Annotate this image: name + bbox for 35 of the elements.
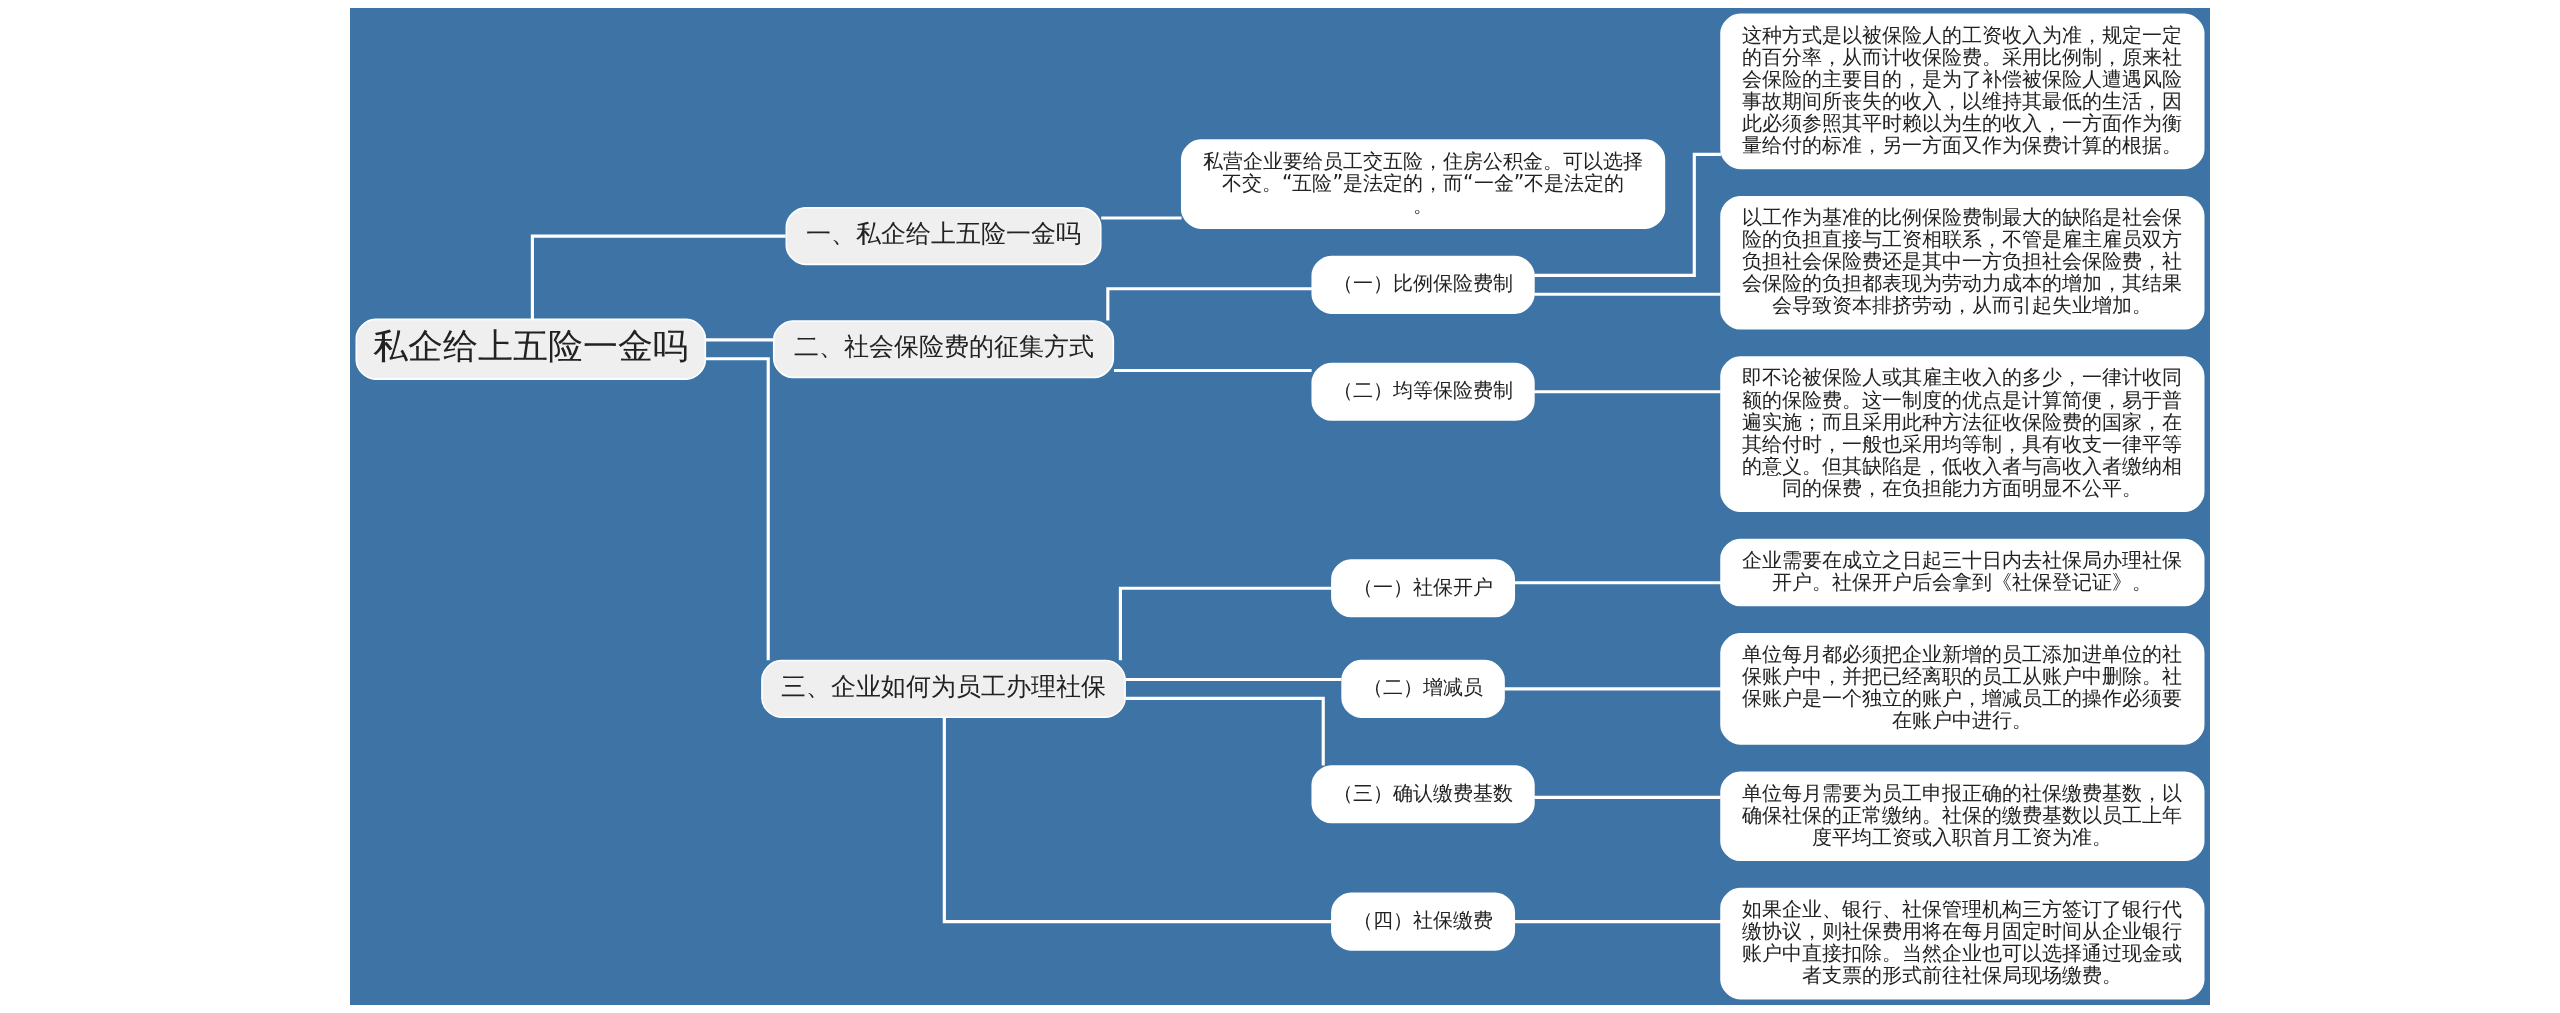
connector — [1101, 216, 1182, 220]
connector — [705, 338, 774, 342]
node-box: （二）增减员 — [1341, 659, 1505, 718]
node-box: 私营企业要给员工交五险，住房公积金。可以选择不交。“五险”是法定的，而“一金”不是法定的。 — [1180, 139, 1666, 229]
node-box: 一、私企给上五险一金吗 — [785, 207, 1102, 266]
connector — [1514, 581, 1721, 585]
node-box: 企业需要在成立之日起三十日内去社保局办理社保开户。社保开户后会拿到《社保登记证》。 — [1720, 538, 2205, 607]
node-box: 单位每月都必须把企业新增的员工添加进单位的社保账户中，并把已经离职的员工从账户中删除。社保账户是一个独立的账户，增减员工的操作必须要在账户中进行。 — [1720, 633, 2205, 745]
node-box: 即不论被保险人或其雇主收入的多少，一律计收同额的保险费。这一制度的优点是计算简便，易于普遍实施；而且采用此种方法征收保险费的国家，在其给付时，一般也采用均等制，具有收支一律平等的意义。但其缺陷是，低收入者与高收入者缴纳相同的保费，在负担能力方面明显不公平。 — [1720, 356, 2205, 512]
connector — [1113, 368, 1312, 373]
connector — [1106, 287, 1312, 321]
connector — [1514, 920, 1721, 924]
node-box: 私企给上五险一金吗 — [355, 318, 707, 380]
node-box: （三）确认缴费基数 — [1311, 765, 1535, 824]
node-box: （一）比例保险费制 — [1311, 255, 1535, 314]
node-box: （四）社保缴费 — [1331, 892, 1516, 951]
node-box: 以工作为基准的比例保险费制最大的缺陷是社会保险的负担直接与工资相联系，不管是雇主雇员双方负担社会保险费还是其中一方负担社会保险费，社会保险的负担都表现为劳动力成本的增加，其结果会导致资本排挤劳动，从而引起失业增加。 — [1720, 195, 2205, 330]
connector — [530, 234, 786, 319]
node-box: 这种方式是以被保险人的工资收入为准，规定一定的百分率，从而计收保险费。采用比例制，原来社会保险的主要目的，是为了补偿被保险人遭遇风险事故期间所丧失的收入，以维持其最低的生活，因此必须参照其平时赖以为生的收入，一方面作为衡量给付的标准，另一方面又作为保费计算的根据。 — [1720, 13, 2205, 170]
node-box: （一）社保开户 — [1331, 559, 1516, 618]
connector — [1125, 696, 1325, 766]
connector — [942, 717, 1332, 924]
node-box: 单位每月需要为员工申报正确的社保缴费基数，以确保社保的正常缴纳。社保的缴费基数以员工上年度平均工资或入职首月工资为准。 — [1720, 771, 2205, 862]
connector — [1534, 152, 1721, 277]
connector — [1504, 687, 1721, 691]
connector — [1118, 586, 1332, 661]
node-box: 如果企业、银行、社保管理机构三方签订了银行代缴协议，则社保费用将在每月固定时间从企业银行账户中直接扣除。当然企业也可以选择通过现金或者支票的形式前往社保局现场缴费。 — [1720, 887, 2205, 1000]
node-box: 二、社会保险费的征集方式 — [772, 320, 1115, 379]
connector — [705, 357, 770, 661]
node-box: 三、企业如何为员工办理社保 — [761, 659, 1126, 718]
connector — [1125, 677, 1342, 682]
connector — [1534, 292, 1721, 296]
connector — [1534, 795, 1721, 799]
node-box: （二）均等保险费制 — [1311, 362, 1535, 421]
connector — [1534, 390, 1721, 394]
